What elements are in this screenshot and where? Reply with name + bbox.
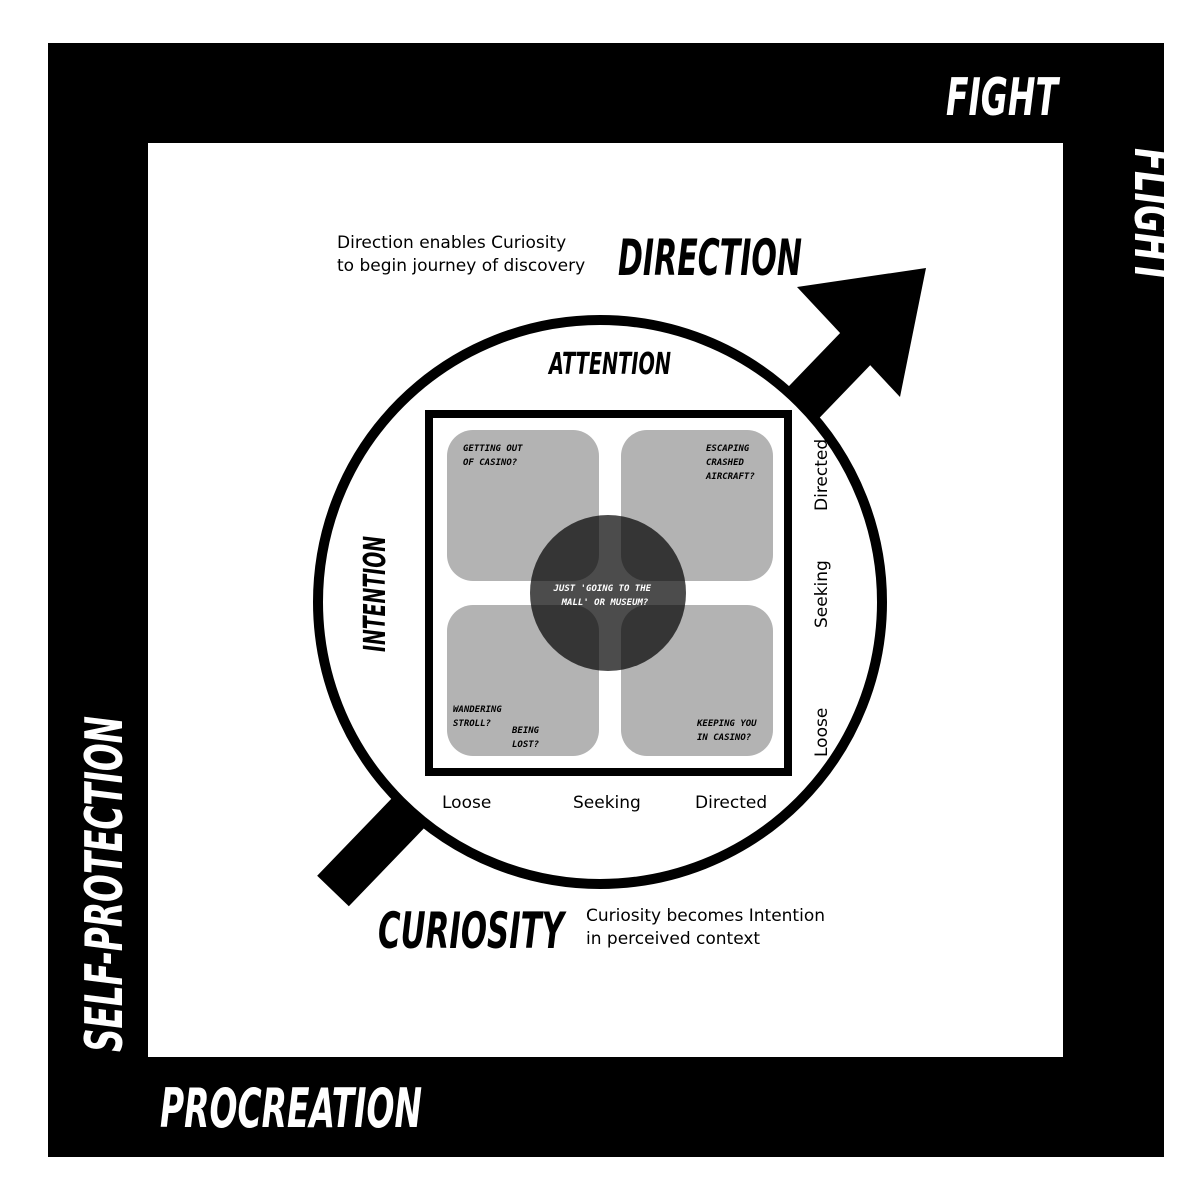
quadrant-bottom-right-text: KEEPING YOU IN CASINO? bbox=[696, 719, 762, 743]
x-axis-loose: Loose bbox=[442, 793, 491, 813]
label-self-protection: SELF-PROTECTION bbox=[75, 716, 135, 1052]
note-direction: Direction enables Curiosity to begin jou… bbox=[337, 233, 585, 276]
label-procreation: PROCREATION bbox=[160, 1077, 422, 1140]
center-circle bbox=[530, 515, 686, 671]
y-axis-loose: Loose bbox=[812, 708, 832, 757]
label-fight: FIGHT bbox=[946, 68, 1060, 128]
heading-attention: ATTENTION bbox=[548, 347, 671, 382]
x-axis-directed: Directed bbox=[695, 793, 767, 813]
note-curiosity: Curiosity becomes Intention in perceived… bbox=[586, 906, 830, 949]
quadrant-top-right-text: ESCAPING CRASHED AIRCRAFT? bbox=[705, 444, 755, 482]
quadrant-bottom-left-extra-text: BEING LOST? bbox=[511, 726, 545, 750]
center-text: JUST 'GOING TO THE MALL' OR MUSEUM? bbox=[553, 584, 657, 608]
label-flight: FLIGHT bbox=[1122, 148, 1182, 286]
quadrant-top-left-text: GETTING OUT OF CASINO? bbox=[463, 444, 528, 468]
quadrant-bottom-left-text: WANDERING STROLL? bbox=[453, 705, 507, 729]
heading-intention: INTENTION bbox=[358, 536, 393, 652]
heading-curiosity: CURIOSITY bbox=[378, 902, 567, 960]
heading-direction: DIRECTION bbox=[618, 229, 802, 287]
x-axis-seeking: Seeking bbox=[573, 793, 641, 813]
y-axis-directed: Directed bbox=[812, 439, 832, 511]
y-axis-seeking: Seeking bbox=[812, 560, 832, 628]
